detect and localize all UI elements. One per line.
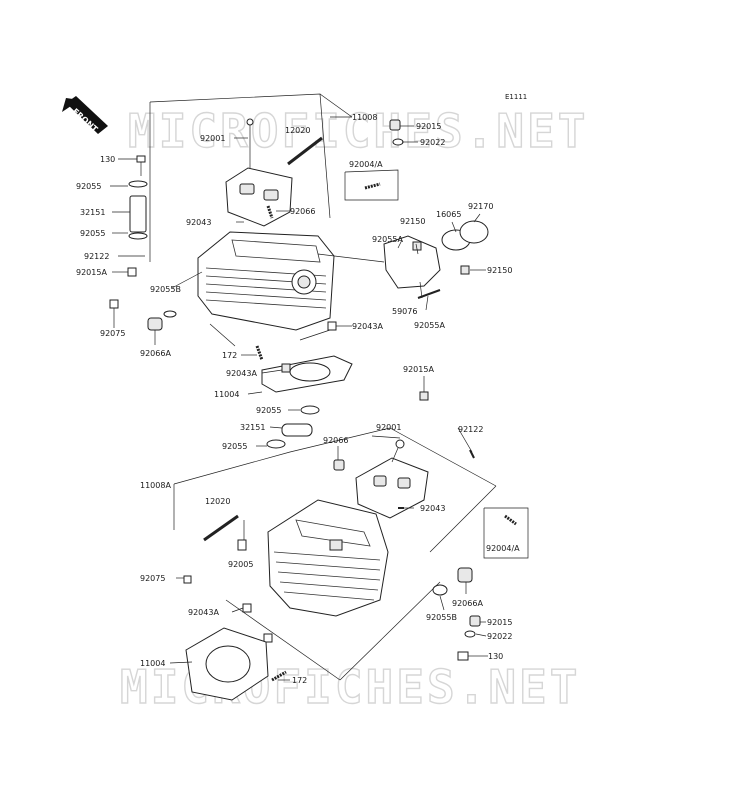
label-92015a-left[interactable]: 92015A bbox=[76, 268, 107, 277]
cylinder-head-bottom bbox=[267, 499, 389, 617]
label-11008a[interactable]: 11008A bbox=[140, 481, 171, 490]
label-16065[interactable]: 16065 bbox=[436, 210, 461, 219]
label-92150-a[interactable]: 92150 bbox=[400, 217, 425, 226]
label-92055-d[interactable]: 92055 bbox=[222, 442, 247, 451]
label-11008[interactable]: 11008 bbox=[352, 113, 377, 122]
label-92001-top[interactable]: 92001 bbox=[200, 134, 225, 143]
label-92015-top[interactable]: 92015 bbox=[416, 122, 441, 131]
label-92004a-bot[interactable]: 92004/A bbox=[486, 544, 520, 553]
label-59076[interactable]: 59076 bbox=[392, 307, 417, 316]
label-130-bot[interactable]: 130 bbox=[488, 652, 503, 661]
label-172-top[interactable]: 172 bbox=[222, 351, 237, 360]
label-12020-top[interactable]: 12020 bbox=[285, 126, 310, 135]
label-92001-mid[interactable]: 92001 bbox=[376, 423, 401, 432]
label-92066-mid[interactable]: 92066 bbox=[323, 436, 348, 445]
label-92004a-top[interactable]: 92004/A bbox=[349, 160, 383, 169]
label-92022-bot[interactable]: 92022 bbox=[487, 632, 512, 641]
cylinder-head-top bbox=[197, 231, 335, 331]
label-92066-top[interactable]: 92066 bbox=[290, 207, 315, 216]
label-92043-mid[interactable]: 92043 bbox=[420, 504, 445, 513]
label-92005[interactable]: 92005 bbox=[228, 560, 253, 569]
diagram-code: E1111 bbox=[505, 93, 527, 101]
label-172-bot[interactable]: 172 bbox=[292, 676, 307, 685]
label-92043a-left[interactable]: 92043A bbox=[226, 369, 257, 378]
label-92015-bot[interactable]: 92015 bbox=[487, 618, 512, 627]
label-92055b-top[interactable]: 92055B bbox=[150, 285, 181, 294]
label-92075-bot[interactable]: 92075 bbox=[140, 574, 165, 583]
label-92170[interactable]: 92170 bbox=[468, 202, 493, 211]
label-92043-top[interactable]: 92043 bbox=[186, 218, 211, 227]
label-32151-mid[interactable]: 32151 bbox=[240, 423, 265, 432]
label-92055-b[interactable]: 92055 bbox=[80, 229, 105, 238]
leader-lines bbox=[110, 116, 488, 681]
label-11004-top[interactable]: 11004 bbox=[214, 390, 239, 399]
label-92022-top[interactable]: 92022 bbox=[420, 138, 445, 147]
watermark-top: MICROFICHES.NET bbox=[128, 104, 588, 158]
label-92043a-mid[interactable]: 92043A bbox=[352, 322, 383, 331]
label-92122-top[interactable]: 92122 bbox=[84, 252, 109, 261]
label-92150-b[interactable]: 92150 bbox=[487, 266, 512, 275]
label-32151-top[interactable]: 32151 bbox=[80, 208, 105, 217]
label-130-top[interactable]: 130 bbox=[100, 155, 115, 164]
label-92055-a[interactable]: 92055 bbox=[76, 182, 101, 191]
label-92015a-mid[interactable]: 92015A bbox=[403, 365, 434, 374]
label-92055b-bot[interactable]: 92055B bbox=[426, 613, 457, 622]
label-92043a-bot[interactable]: 92043A bbox=[188, 608, 219, 617]
front-arrow-icon: FRONT bbox=[62, 96, 108, 134]
label-92066a-bot[interactable]: 92066A bbox=[452, 599, 483, 608]
part-labels: 11008 92015 92022 92001 12020 130 92055 … bbox=[76, 113, 520, 685]
rocker-cover bbox=[225, 118, 293, 227]
label-92075-top[interactable]: 92075 bbox=[100, 329, 125, 338]
label-92066a-top[interactable]: 92066A bbox=[140, 349, 171, 358]
label-92055-c[interactable]: 92055 bbox=[256, 406, 281, 415]
label-92055a-a[interactable]: 92055A bbox=[372, 235, 403, 244]
label-92055a-b[interactable]: 92055A bbox=[414, 321, 445, 330]
label-11004-bot[interactable]: 11004 bbox=[140, 659, 165, 668]
label-12020-bot[interactable]: 12020 bbox=[205, 497, 230, 506]
label-92122-right[interactable]: 92122 bbox=[458, 425, 483, 434]
rocker-cover-lower bbox=[355, 439, 429, 519]
